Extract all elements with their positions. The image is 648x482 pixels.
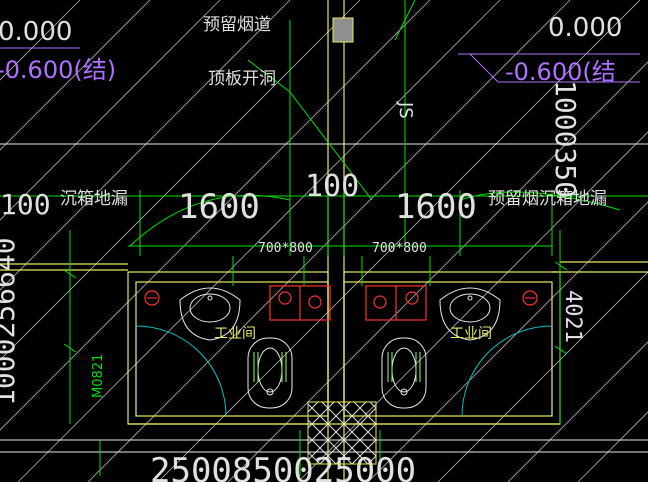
room-label-right: 工业间: [450, 326, 492, 342]
toilet-footpads: [253, 352, 421, 382]
dim-vertical-left: 1000256640: [0, 237, 21, 406]
shaft-block[interactable]: [332, 17, 354, 43]
elevation-top-right: 0.000: [548, 13, 622, 43]
opening-size-right: 700*800: [372, 241, 427, 256]
washbasin-right[interactable]: [439, 287, 501, 341]
label-reserved-flue: 预留烟道: [203, 15, 271, 35]
label-roof-opening: 顶板开洞: [208, 69, 276, 89]
door-leaves: [135, 326, 553, 416]
room-label-left: 工业间: [214, 326, 256, 342]
squat-toilet-left[interactable]: [247, 337, 293, 409]
opening-size-left: 700*800: [258, 241, 313, 256]
door-label-m0821: M0821: [91, 354, 106, 398]
dim-1600-left: 1600: [178, 187, 260, 227]
label-sunken-drain-left: 沉箱地漏: [60, 189, 128, 209]
elevation-top-left-sub: -0.600(结): [0, 56, 116, 84]
door-swings: [135, 325, 553, 417]
shaft-hatch-block[interactable]: [307, 401, 377, 465]
dim-vertical-right-lower: 4021: [560, 290, 585, 343]
squat-toilet-right[interactable]: [381, 337, 427, 409]
dim-100-center: 100: [305, 169, 359, 204]
dim-1600-right: 1600: [395, 187, 477, 227]
red-openings: [144, 285, 538, 321]
elevation-top-left: 0.000: [0, 17, 72, 47]
dim-vertical-right: 1000350: [549, 80, 582, 198]
elevation-top-right-sub: -0.600(结: [505, 58, 616, 86]
label-pipe-js: JS: [395, 101, 416, 119]
washbasin-left[interactable]: [179, 287, 241, 341]
elevation-marks: [0, 47, 640, 83]
label-sunken-drain-right: 预留烟沉箱地漏: [488, 189, 607, 209]
dim-left-100: 100: [0, 188, 51, 221]
